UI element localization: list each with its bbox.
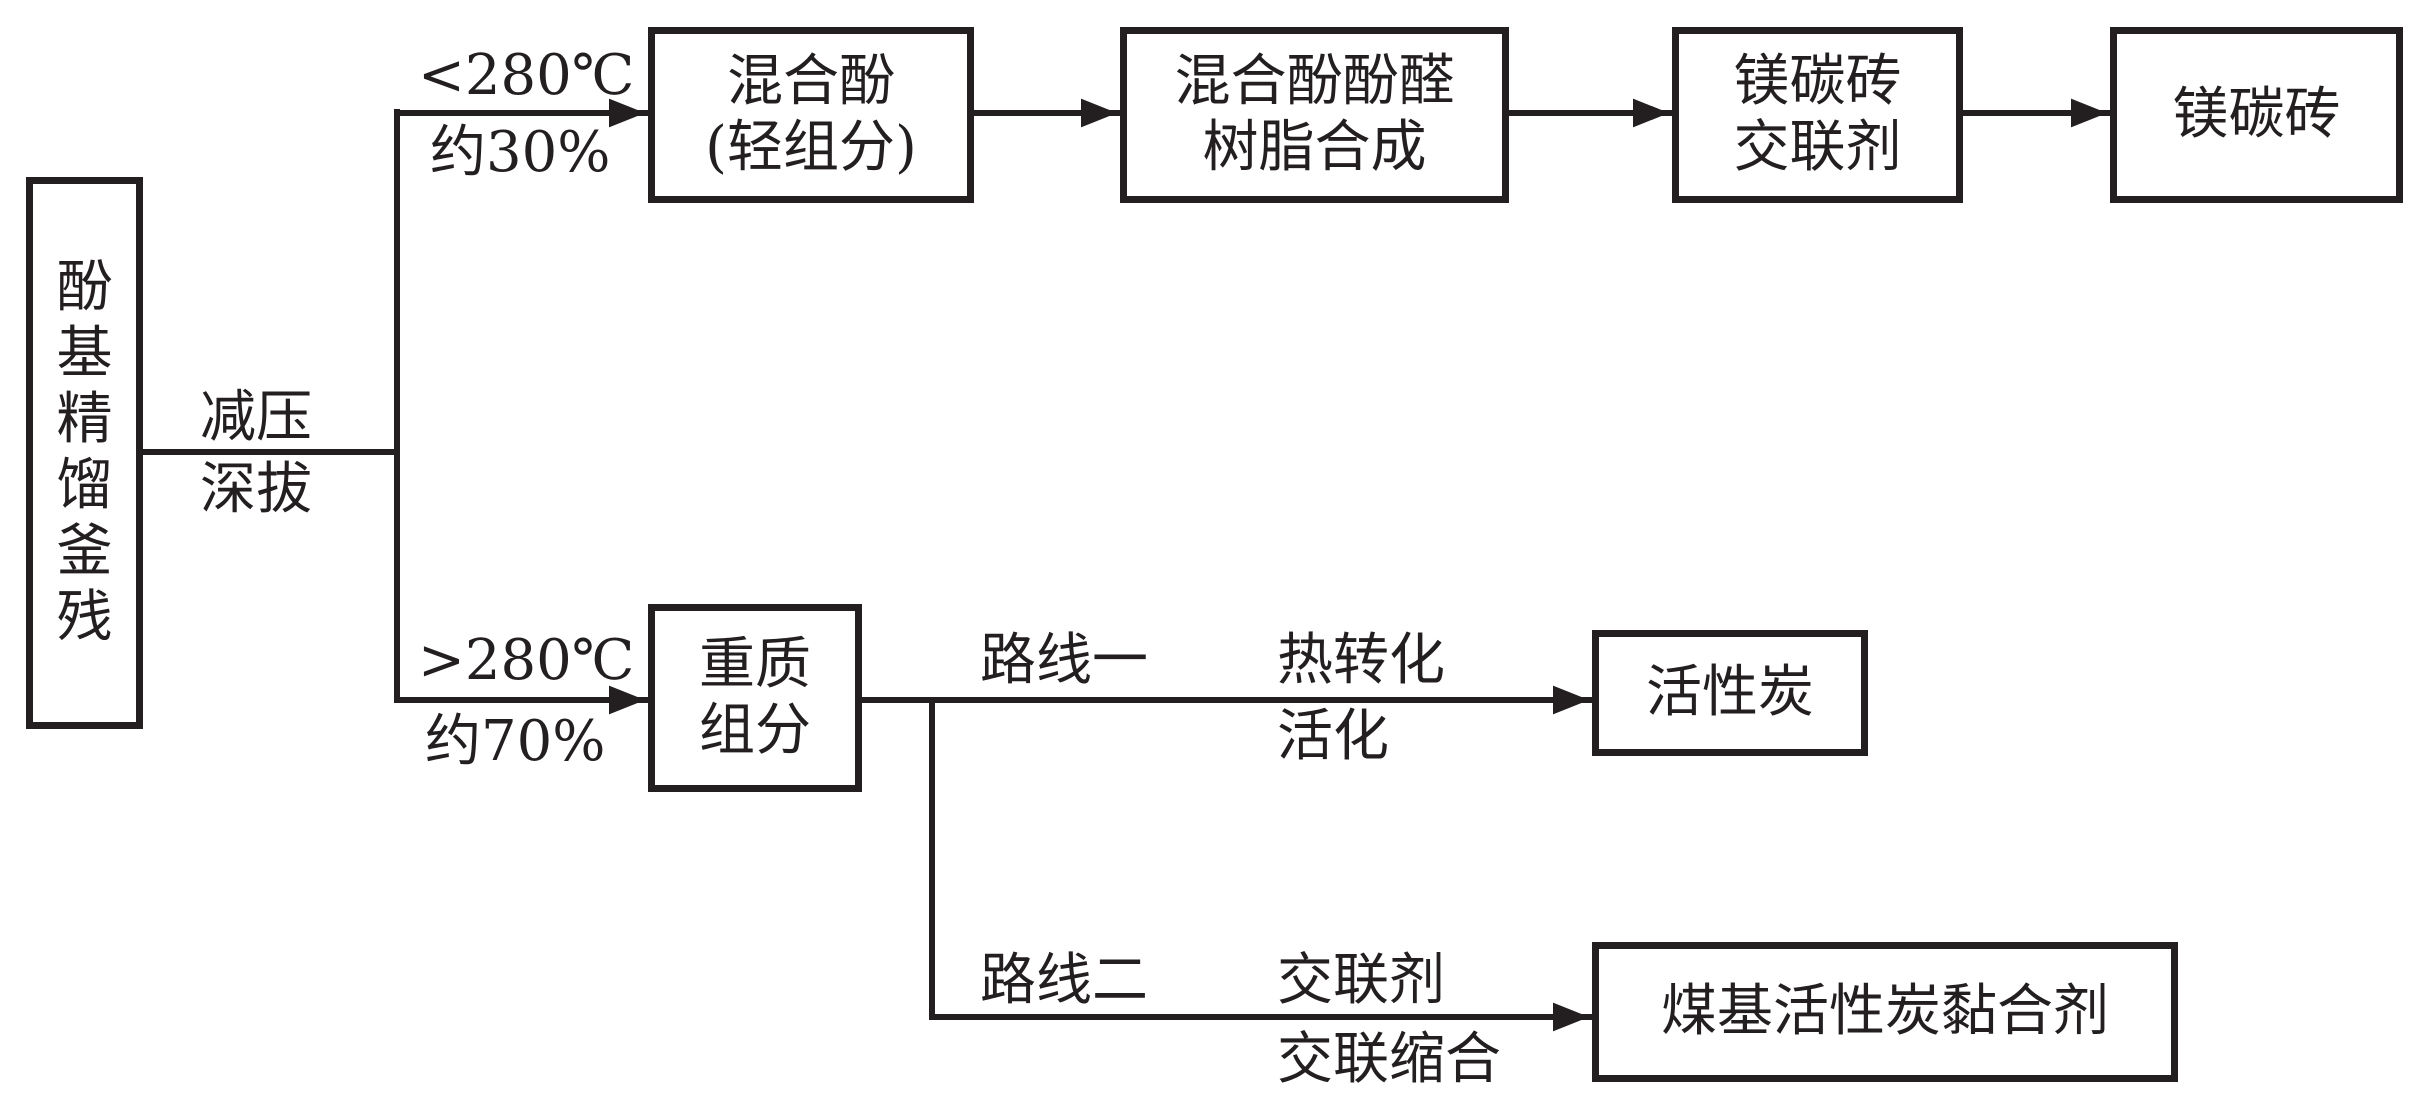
upper-share-label: 约30%: [430, 120, 611, 185]
resin-synthesis-line1: 混合酚酚醛: [1174, 49, 1455, 114]
resin-synthesis-line2: 树脂合成: [1202, 115, 1427, 180]
residue-char: 酚: [56, 255, 113, 320]
mgc-brick-label: 镁碳砖: [2172, 82, 2341, 147]
lower-temperature-label: >280℃: [418, 628, 635, 693]
heavy-fraction-box: 重质 组分: [648, 604, 862, 792]
residue-char: 精: [56, 387, 113, 452]
process-label-line2: 深拔: [200, 457, 312, 522]
heavy-fraction-line2: 组分: [699, 698, 811, 763]
upper-temperature-label: <280℃: [418, 43, 635, 108]
route2-label: 路线二: [980, 948, 1148, 1013]
route1-label: 路线一: [980, 628, 1148, 693]
mgc-brick-box: 镁碳砖: [2110, 27, 2403, 203]
resin-synthesis-box: 混合酚酚醛 树脂合成: [1120, 27, 1509, 203]
mixed-phenol-line2: (轻组分): [705, 115, 917, 180]
residue-char: 馏: [56, 453, 113, 518]
mixed-phenol-box: 混合酚 (轻组分): [648, 27, 974, 203]
crosslinker-box: 镁碳砖 交联剂: [1672, 27, 1963, 203]
residue-char: 釜: [56, 519, 113, 584]
activated-carbon-label: 活性炭: [1646, 660, 1814, 725]
route1-step-line2: 活化: [1277, 704, 1389, 769]
residue-char: 基: [56, 321, 113, 386]
mixed-phenol-line1: 混合酚: [727, 49, 895, 114]
route2-step-line1: 交联剂: [1277, 948, 1445, 1013]
process-label-line1: 减压: [200, 385, 312, 450]
route2-step-line2: 交联缩合: [1277, 1027, 1501, 1092]
heavy-fraction-line1: 重质: [699, 632, 811, 697]
activated-carbon-box: 活性炭: [1592, 630, 1868, 756]
residue-char: 残: [56, 585, 113, 650]
route1-step-line1: 热转化: [1277, 628, 1445, 693]
lower-share-label: 约70%: [425, 709, 606, 774]
binder-label: 煤基活性炭黏合剂: [1661, 979, 2109, 1044]
residue-box: 酚 基 精 馏 釜 残: [26, 177, 143, 729]
crosslinker-line1: 镁碳砖: [1733, 49, 1902, 114]
crosslinker-line2: 交联剂: [1733, 115, 1902, 180]
binder-box: 煤基活性炭黏合剂: [1592, 942, 2178, 1082]
